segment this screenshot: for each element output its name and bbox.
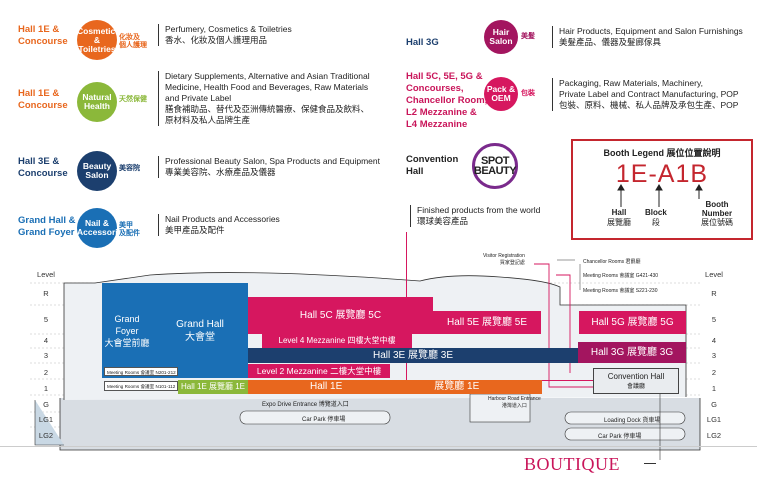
hall-1e-small-block: Hall 1E 展覽廳 1E	[178, 380, 248, 394]
expo-drive-entrance-label: Expo Drive Entrance 博覽道入口	[262, 402, 349, 408]
meeting-rooms-n101: Meeting Rooms 會議室 N101-112	[104, 381, 178, 391]
level-label-right-9: LG2	[706, 431, 722, 440]
category-desc-2: Professional Beauty Salon, Spa Products …	[158, 156, 380, 178]
level-label-left-5: 2	[43, 368, 49, 377]
boutique-connector	[644, 463, 656, 464]
category-cn-tag-5: 包裝	[521, 90, 535, 97]
hall-label-2: Hall 3E &Concourse	[18, 156, 68, 179]
car-park-label-2: Car Park 停車場	[598, 434, 642, 440]
spot-beauty-logo: SPOT BEAUTY	[472, 143, 518, 189]
level-label-left-3: 4	[43, 336, 49, 345]
level-label-right-2: 5	[711, 315, 717, 324]
car-park-label: Car Park 停車場	[302, 417, 346, 423]
bottom-divider	[0, 446, 757, 447]
hall-5g-block: Hall 5G 展覽廳 5G	[579, 311, 686, 334]
level-label-right-5: 2	[711, 368, 717, 377]
legend-arrows	[617, 184, 703, 207]
loading-dock-label: Loading Dock 貨車場	[604, 418, 661, 424]
category-circle-5: Pack &OEM	[484, 77, 518, 111]
category-cn-tag-1: 天然保健	[119, 96, 147, 103]
category-circle-0: Cosmetics &Toiletries	[77, 20, 120, 60]
legend-title: Booth Legend 展位位置說明	[603, 148, 721, 158]
level-label-left-8: LG1	[38, 415, 54, 424]
hall-5e-block: Hall 5E 展覽廳 5E	[433, 311, 541, 334]
hall-label-0: Hall 1E &Concourse	[18, 24, 68, 47]
meeting-rooms-s-label: Meeting Rooms 會議室 S221-230	[583, 288, 658, 294]
category-cn-tag-4: 美髮	[521, 33, 535, 40]
level-label-left-1: R	[43, 289, 49, 298]
l2-mezzanine-block: Level 2 Mezzanine 二樓大堂中樓	[248, 364, 390, 378]
level-label-right-7: G	[711, 400, 717, 409]
category-desc-4: Hair Products, Equipment and Salon Furni…	[552, 26, 743, 48]
level-label-left-2: 5	[43, 315, 49, 324]
category-cn-tag-2: 美容院	[119, 165, 140, 172]
hall-label-4: Hall 3G	[406, 37, 439, 48]
l4-mezzanine-block: Level 4 Mezzanine 四樓大堂中樓	[262, 334, 412, 348]
level-label-left-6: 1	[43, 384, 49, 393]
level-label-left-0: Level	[37, 270, 55, 279]
level-label-left-7: G	[43, 400, 49, 409]
hall-3g-block: Hall 3G 展覽廳 3G	[578, 342, 686, 363]
category-circle-3: Nail &Accessories	[77, 208, 127, 248]
meeting-rooms-g-label: Meeting Rooms 會議室 G421-430	[583, 273, 659, 279]
level-label-right-8: LG1	[706, 415, 722, 424]
category-desc-1: Dietary Supplements, Alternative and Asi…	[158, 71, 370, 126]
level-label-right-0: Level	[705, 270, 723, 279]
hall-label-1: Hall 1E &Concourse	[18, 88, 68, 111]
hall-3e-block: Hall 3E 展覽廳 3E	[248, 348, 578, 363]
level-label-left-4: 3	[43, 351, 49, 360]
hall-5c-block: Hall 5C 展覽廳 5C	[248, 297, 433, 334]
category-desc-5: Packaging, Raw Materials, Machinery,Priv…	[552, 78, 739, 111]
hall-label-5: Hall 5C, 5E, 5G &Concourses,Chancellor R…	[406, 71, 488, 130]
level-label-left-9: LG2	[38, 431, 54, 440]
level-label-right-4: 3	[711, 351, 717, 360]
boutique-logo: BOUTIQUE	[524, 454, 620, 474]
hall-label-3: Grand Hall &Grand Foyer	[18, 215, 76, 238]
level-label-right-3: 4	[711, 336, 717, 345]
level-label-right-6: 1	[711, 384, 717, 393]
level-label-right-1: R	[711, 289, 717, 298]
category-cn-tag-0: 化妝及個人護理	[119, 34, 147, 49]
legend-code: 1E-A1B	[615, 160, 709, 188]
chancellor-rooms-label: Chancellor Rooms 君爵廳	[583, 259, 641, 265]
meeting-rooms-n201: Meeting Rooms 會議室 N201-212	[104, 367, 178, 376]
category-cn-tag-3: 美甲及配件	[119, 222, 140, 237]
